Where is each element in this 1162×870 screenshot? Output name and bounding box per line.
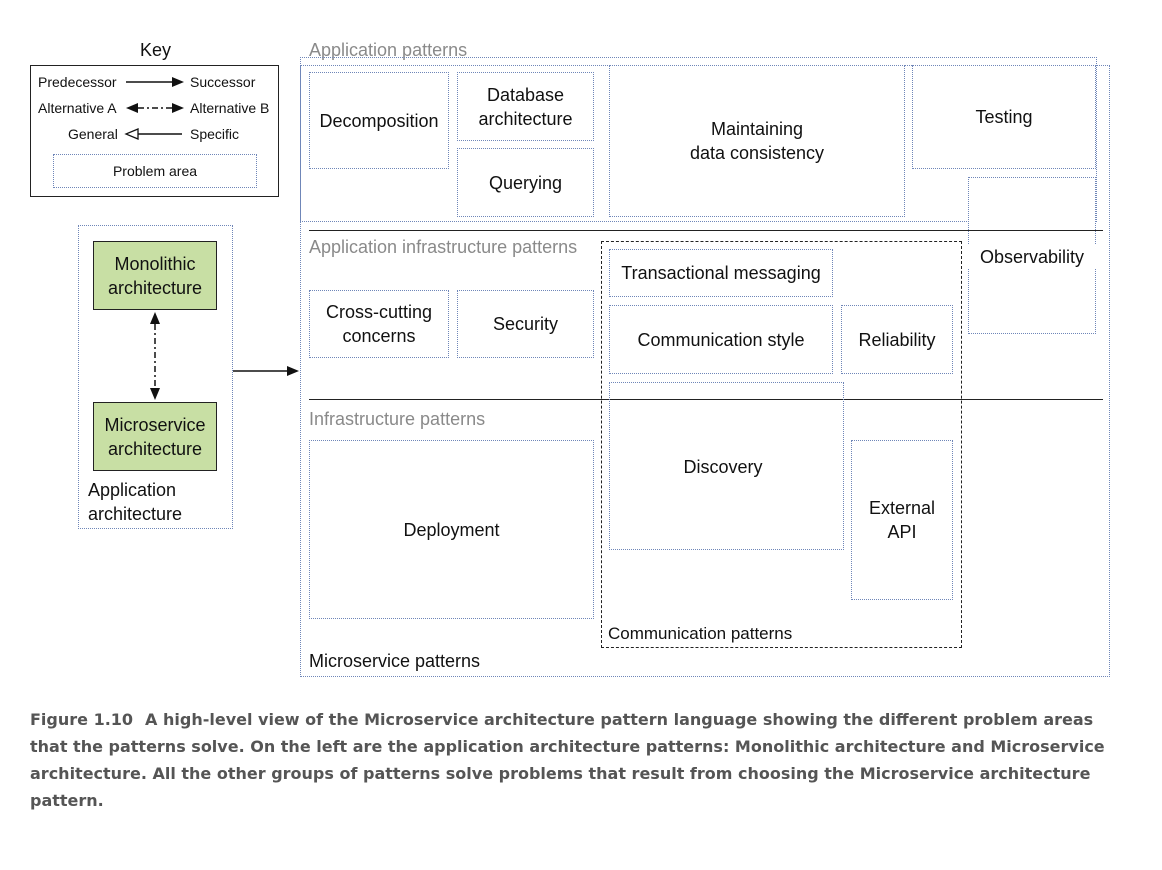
application-patterns-label: Application patterns xyxy=(309,40,468,60)
communication-patterns-area xyxy=(601,241,962,648)
section-divider-1 xyxy=(309,230,1103,231)
alternative-relationship-arrow xyxy=(150,312,160,400)
figure-caption-text: A high-level view of the Microservice ar… xyxy=(30,710,1105,810)
key-problem-area-label: Problem area xyxy=(112,163,198,179)
querying-box: Querying xyxy=(457,148,594,217)
deployment-box: Deployment xyxy=(309,440,594,619)
maintaining-data-consistency-box: Maintaining data consistency xyxy=(609,65,905,217)
security-box: Security xyxy=(457,290,594,358)
communication-style-label: Communication style xyxy=(637,329,805,350)
database-architecture-box: Database architecture xyxy=(457,72,594,141)
transactional-messaging-label: Transactional messaging xyxy=(621,263,821,283)
deployment-label: Deployment xyxy=(403,519,500,540)
microservice-patterns-label: Microservice patterns xyxy=(309,651,481,671)
infrastructure-patterns-label: Infrastructure patterns xyxy=(309,409,486,429)
figure-caption-label: Figure 1.10 xyxy=(30,710,134,729)
maintaining-data-consistency-label: Maintaining data consistency xyxy=(689,119,825,163)
communication-patterns-label: Communication patterns xyxy=(608,624,793,643)
external-api-label: External API xyxy=(868,498,936,542)
successor-arrow xyxy=(233,366,299,376)
key-specific-label: Specific xyxy=(190,126,240,142)
application-infrastructure-patterns-label: Application infrastructure patterns xyxy=(309,237,578,257)
key-predecessor-label: Predecessor xyxy=(38,74,117,90)
monolithic-architecture-box: Monolithic architecture xyxy=(93,241,217,310)
key-title: Key xyxy=(140,40,172,60)
key-problem-area-sample: Problem area xyxy=(53,154,257,188)
application-patterns-area xyxy=(300,57,1097,222)
querying-label: Querying xyxy=(488,172,563,193)
reliability-label: Reliability xyxy=(858,329,936,350)
communication-style-box: Communication style xyxy=(609,305,833,374)
key-box xyxy=(30,65,279,197)
discovery-label: Discovery xyxy=(683,457,763,477)
alternative-arrow-icon xyxy=(126,103,184,113)
observability-label: Observability xyxy=(968,245,1096,269)
section-divider-2 xyxy=(309,399,1103,400)
key-alternative-a-label: Alternative A xyxy=(38,100,117,116)
discovery-box xyxy=(609,382,844,550)
key-general-label: General xyxy=(68,126,118,142)
successor-arrow-icon xyxy=(126,77,184,87)
cross-cutting-concerns-box: Cross-cutting concerns xyxy=(309,290,449,358)
transactional-messaging-box: Transactional messaging xyxy=(609,249,833,297)
testing-label: Testing xyxy=(975,107,1033,127)
decomposition-box: Decomposition xyxy=(309,72,449,169)
generalization-arrow-icon xyxy=(124,128,182,140)
testing-box: Testing xyxy=(912,65,1096,169)
application-architecture-label: Application architecture xyxy=(88,480,183,524)
microservice-architecture-box: Microservice architecture xyxy=(93,402,217,471)
reliability-box: Reliability xyxy=(841,305,953,374)
cross-cutting-concerns-label: Cross-cutting concerns xyxy=(325,302,433,346)
database-architecture-label: Database architecture xyxy=(478,84,573,129)
key-alternative-b-label: Alternative B xyxy=(190,100,270,116)
external-api-box: External API xyxy=(851,440,953,600)
key-successor-label: Successor xyxy=(190,74,256,90)
security-label: Security xyxy=(492,314,559,334)
decomposition-label: Decomposition xyxy=(319,110,439,131)
